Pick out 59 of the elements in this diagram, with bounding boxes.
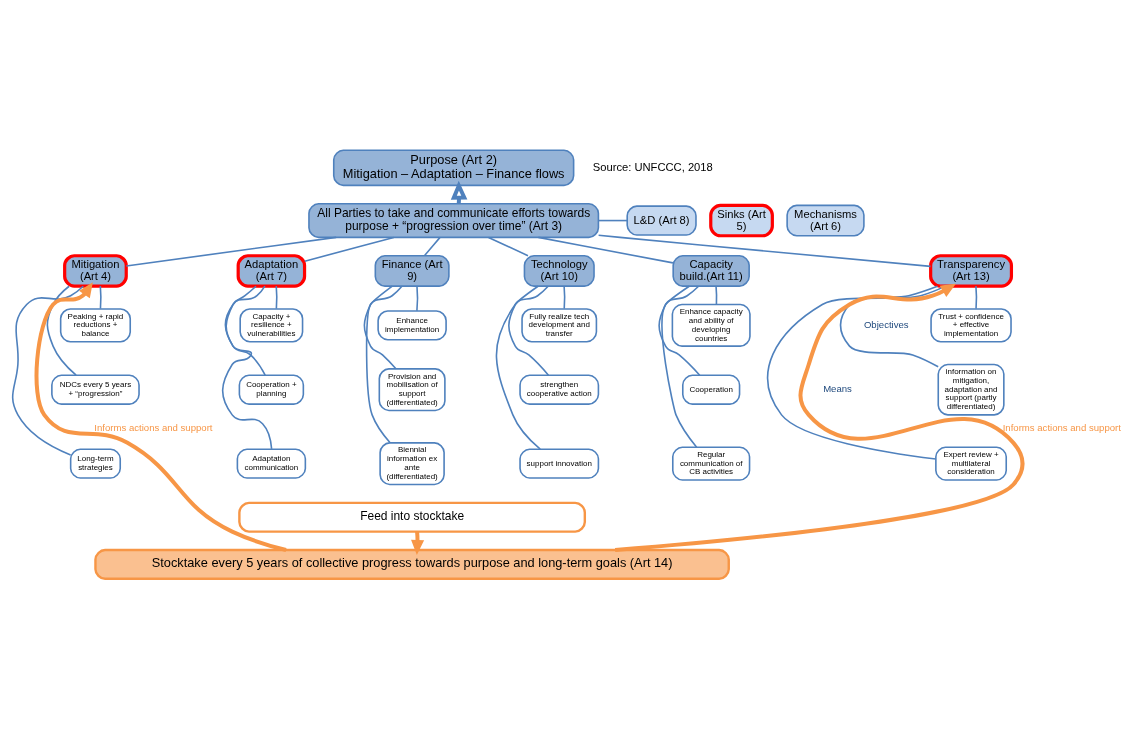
label: Source: UNFCCC, 2018 [592,160,713,173]
node-box: Finance (Art 9) [374,254,450,287]
node-box: Mechanisms (Art 6) [786,204,865,237]
label: Means [823,383,852,395]
connector [365,285,403,444]
node-box: Enhance implementation [377,310,447,341]
connector [303,236,395,262]
connector [46,285,77,376]
node-box: Trust + confidence + effective implementation [930,308,1012,343]
connector [597,234,932,268]
connector [99,285,102,310]
connector [225,285,266,376]
node-box: Stocktake every 5 years of collective progress towards purpose and long-term goals (Art 14) [94,548,730,580]
connector [363,285,397,370]
node-box: Capacity + resilience + vulnerabilities [239,308,304,343]
node-box: Capacity build.(Art 11) [672,254,750,287]
connector [423,236,441,257]
node-box: Regular communication of CB activities [672,446,751,481]
node-box: Enhance capacity and ability of developing countries [671,303,751,347]
node-box: L&D (Art 8) [626,205,697,236]
edge-label: Informs actions and support [94,422,213,434]
node-box: Expert review + multilateral consideration [935,446,1008,481]
connector [597,219,628,222]
node-box: Provision and mobilisation of support (differentiated) [378,368,446,412]
connector [416,285,419,312]
label: Objectives [863,318,909,330]
connector [508,285,550,376]
node-box: information on mitigation, adaptation and support (partly differentiated) [937,363,1005,416]
node-box: Peaking + rapid reductions + balance [59,308,132,343]
node-box: NDCs every 5 years + “progression” [51,374,140,405]
node-box: strengthen cooperative action [519,374,600,405]
connector [221,285,273,450]
node-box: Sinks (Art 5) [709,203,774,238]
connector [658,285,701,377]
node-box: Feed into stocktake [238,501,587,533]
connector [487,236,529,257]
node-box: All Parties to take and communicate efforts towards purpose + “progression over time” (Art 3) [308,202,600,239]
connector [661,285,700,448]
connector [537,236,674,264]
connector [11,285,84,456]
node-box: support innovation [519,448,600,479]
connector [975,285,978,310]
node-box: Adaptation (Art 7) [236,254,307,288]
connector [715,285,718,306]
node-box: Technology (Art 10) [523,254,595,287]
node-box: Fully realize tech development and transfer [521,308,598,343]
node-box: Cooperation [682,374,741,405]
node-box: Cooperation + planning [238,374,305,405]
node-box: Purpose (Art 2) Mitigation – Adaptation – Finance flows [332,149,575,187]
connector [275,285,278,310]
node-box: Long-term strategies [69,448,122,479]
edge-label: Informs actions and support [1002,422,1121,434]
connector [563,285,566,310]
connector [125,236,337,267]
node-box: Adaptation communication [236,448,307,479]
connector [495,285,549,450]
node-box: Transparency (Art 13) [929,254,1014,288]
node-box: Mitigation (Art 4) [63,254,128,288]
node-box: Biennial information ex ante (differentiated) [379,442,445,486]
